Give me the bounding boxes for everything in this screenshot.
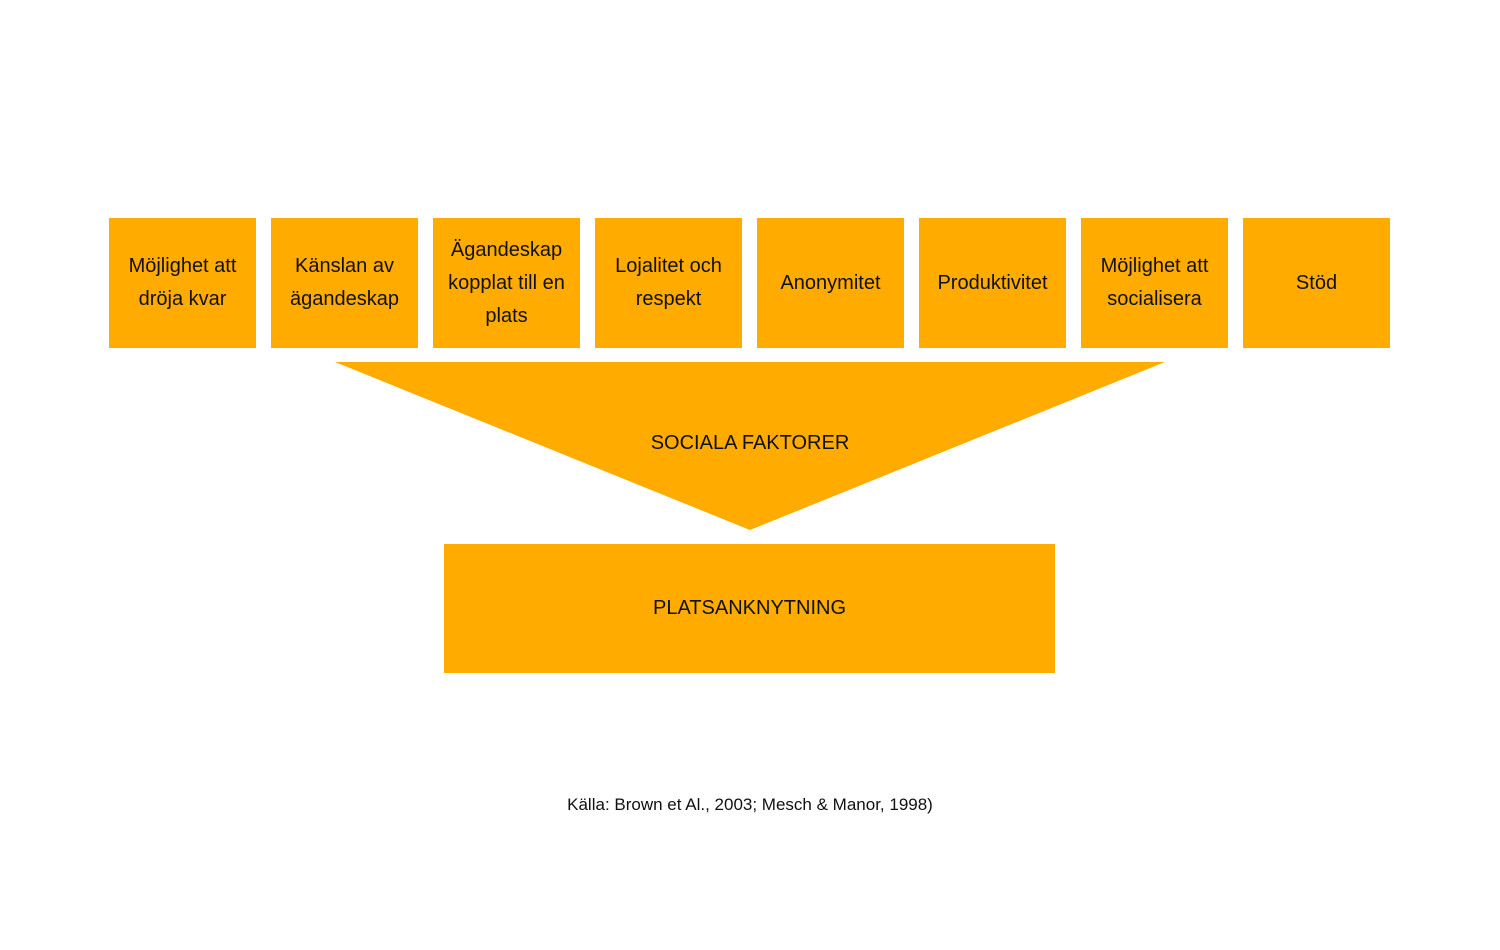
result-box: PLATSANKNYTNING [444, 544, 1055, 673]
factor-box: Anonymitet [757, 218, 904, 348]
funnel-label: SOCIALA FAKTORER [650, 432, 850, 454]
factor-label: Lojalitet och respekt [615, 255, 722, 310]
factor-label: Känslan av ägandeskap [290, 255, 399, 310]
factor-box: Ägandeskap kopplat till en plats [433, 218, 580, 348]
factor-box: Möjlighet att dröja kvar [109, 218, 256, 348]
factor-box: Känslan av ägandeskap [271, 218, 418, 348]
factor-label: Stöd [1295, 271, 1338, 294]
factor-box: Produktivitet [919, 218, 1066, 348]
factor-box: Stöd [1243, 218, 1390, 348]
factor-label: Anonymitet [780, 271, 881, 294]
factor-label: Produktivitet [937, 271, 1048, 294]
factor-label: Ägandeskap kopplat till en plats [448, 238, 565, 327]
source-citation: Källa: Brown et Al., 2003; Mesch & Manor… [567, 795, 933, 814]
funnel-shape [335, 362, 1165, 530]
factor-label: Möjlighet att socialisera [1100, 255, 1209, 310]
result-label: PLATSANKNYTNING [653, 597, 846, 619]
factor-label: Möjlighet att dröja kvar [128, 255, 237, 310]
factor-box: Lojalitet och respekt [595, 218, 742, 348]
factor-box: Möjlighet att socialisera [1081, 218, 1228, 348]
